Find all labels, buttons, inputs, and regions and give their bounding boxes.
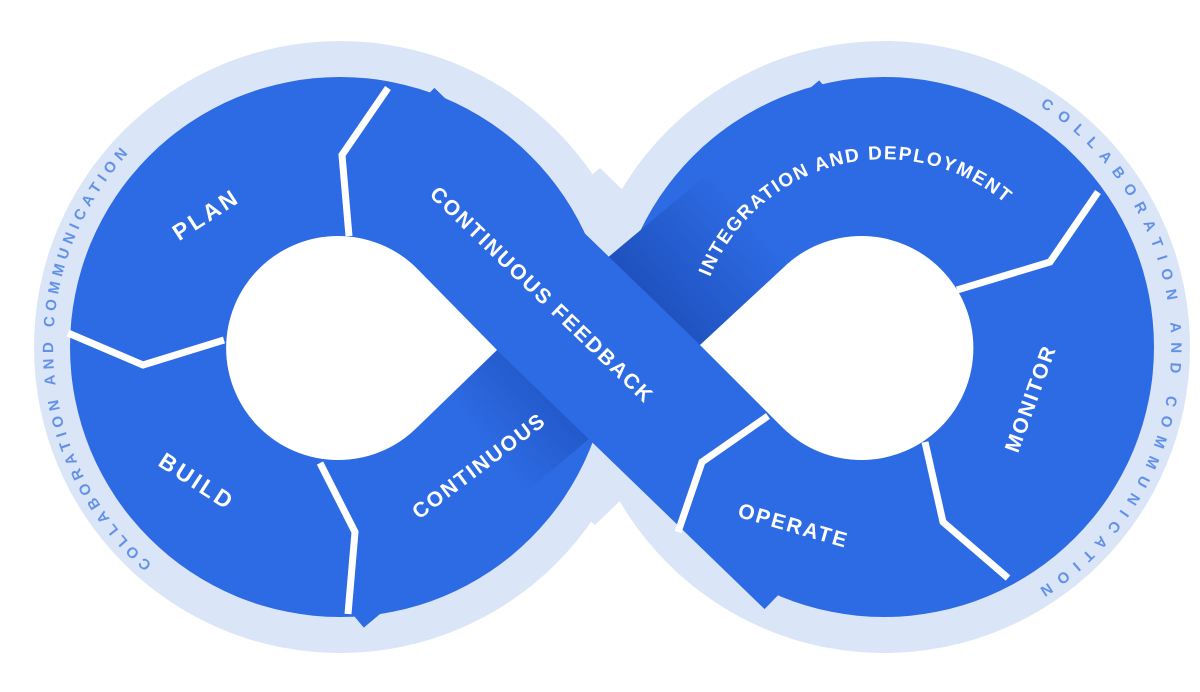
divider-plan-feedback bbox=[338, 86, 391, 237]
divider-operate-feedback bbox=[674, 413, 771, 534]
divider-plan-build bbox=[66, 329, 226, 369]
divider-monitor-operate bbox=[921, 441, 1011, 581]
band-continuous-feedback bbox=[333, 87, 866, 610]
hole-right bbox=[700, 236, 974, 461]
hole-left bbox=[226, 236, 497, 461]
divider-build-continuous bbox=[316, 461, 359, 615]
divider-integration-monitor bbox=[955, 190, 1101, 294]
